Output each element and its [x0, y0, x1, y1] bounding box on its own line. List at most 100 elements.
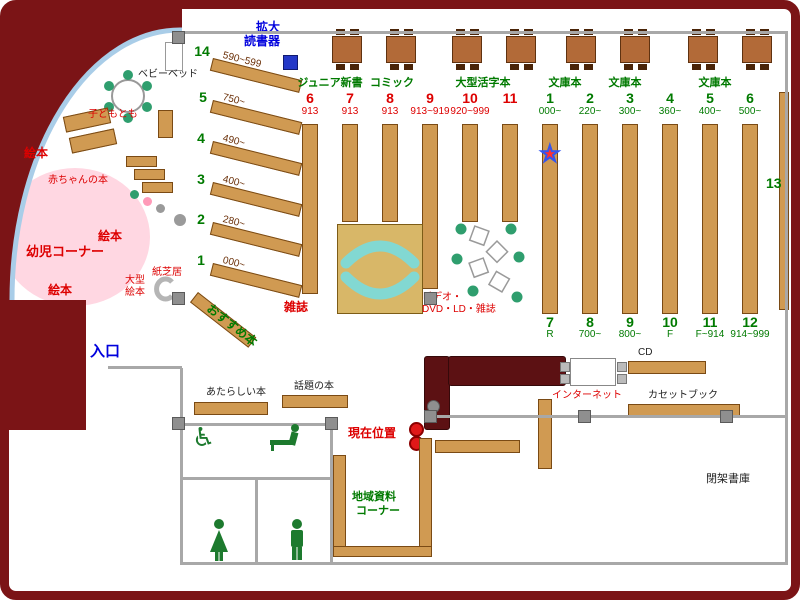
shelf-number: 9 — [626, 314, 634, 330]
shelf-number: 14 — [194, 43, 210, 59]
large-picture-books-label: 大型 — [125, 275, 145, 286]
shelf-range: 914~999 — [730, 329, 770, 340]
wall — [255, 477, 258, 565]
cd-label: CD — [638, 347, 653, 358]
genre-label: 文庫本 — [698, 77, 732, 89]
wall — [180, 562, 788, 565]
stool — [130, 190, 139, 199]
pillar — [424, 292, 437, 305]
genre-label: ジュニア新書 — [297, 77, 363, 89]
book-stack — [702, 124, 718, 314]
wall — [182, 31, 788, 34]
cd-shelf — [628, 361, 706, 374]
shelf-range: 400~ — [698, 106, 722, 117]
new-books-label: あたらしい本 — [206, 387, 266, 398]
book-stack — [542, 124, 558, 314]
book-stack — [502, 124, 518, 222]
pillar — [172, 292, 185, 305]
baby-bed-label: ベビーベッド — [138, 69, 198, 80]
book-stack — [462, 124, 478, 222]
pillar — [325, 417, 338, 430]
wall — [330, 423, 333, 565]
reading-table — [688, 29, 718, 70]
shelf-number: 8 — [586, 314, 594, 330]
magnifier-device-icon — [283, 55, 298, 70]
pillar — [424, 410, 437, 423]
baby-books-label: 赤ちゃんの本 — [48, 175, 108, 186]
regional-room-wall — [333, 546, 432, 557]
shelf-range: 300~ — [618, 106, 642, 117]
book-stack — [622, 124, 638, 314]
shelf-number: 8 — [386, 90, 394, 106]
reading-table — [566, 29, 596, 70]
pillar — [720, 410, 733, 423]
service-counter — [448, 356, 566, 386]
book-stack — [422, 124, 438, 289]
shelf-range: 913~919 — [410, 106, 450, 117]
picture-books-label: 絵本 — [98, 229, 123, 243]
shelf-number: 11 — [502, 90, 518, 106]
kamishibai-label: 紙芝居 — [152, 267, 182, 278]
side-shelf — [538, 399, 552, 469]
closed-stacks-label: 閉架書庫 — [706, 473, 750, 485]
side-shelf — [435, 440, 520, 453]
shelf-range: 220~ — [578, 106, 602, 117]
reading-table — [332, 29, 362, 70]
reading-table — [620, 29, 650, 70]
internet-table — [570, 358, 616, 386]
wall — [180, 423, 333, 426]
pillar — [578, 410, 591, 423]
shelf-range: 700~ — [578, 329, 602, 340]
shelf-number: 4 — [666, 90, 674, 106]
shelf-number: 2 — [586, 90, 594, 106]
internet-label: インターネット — [552, 390, 622, 401]
shelf-range: F — [666, 329, 674, 340]
man-restroom-icon — [291, 519, 303, 560]
shelf-range: F~914 — [695, 329, 725, 340]
cassette-label: カセットブック — [648, 390, 718, 401]
genre-label: コミック — [370, 77, 414, 89]
kids-step — [134, 169, 165, 180]
regional-room-wall — [333, 455, 346, 557]
magnifier-label2: 読書器 — [244, 34, 281, 48]
shelf-number: 5 — [706, 90, 714, 106]
shelf-number: 7 — [546, 314, 554, 330]
recommended-label: おすすめ本 — [203, 301, 260, 350]
shelf-number: 7 — [346, 90, 354, 106]
kids-step — [126, 156, 157, 167]
diagonal-shelf — [209, 263, 303, 298]
kids-step — [142, 182, 173, 193]
shelf-number: 3 — [197, 171, 205, 187]
genre-label: 文庫本 — [548, 77, 582, 89]
shelf-number: 10 — [662, 314, 678, 330]
regional-corner-label2: コーナー — [356, 505, 400, 517]
shelf-range: 800~ — [618, 329, 642, 340]
current-location-label: 現在位置 — [348, 426, 397, 440]
woman-restroom-icon — [210, 519, 228, 561]
magazines-label: 雑誌 — [284, 300, 309, 314]
book-stack — [742, 124, 758, 314]
curved-benches — [340, 240, 420, 300]
shelf-range: 000~ — [538, 106, 562, 117]
regional-room-wall — [419, 438, 432, 557]
pillar — [172, 417, 185, 430]
wall — [430, 415, 786, 418]
new-books-shelf — [194, 402, 268, 415]
regional-corner-label: 地域資料 — [352, 491, 396, 503]
stool — [143, 197, 152, 206]
diagonal-shelf — [209, 182, 303, 217]
shelf-range: 913 — [301, 106, 319, 117]
topical-books-shelf — [282, 395, 348, 408]
shelf-number: 6 — [306, 90, 314, 106]
entrance-wall-block — [8, 300, 86, 430]
picture-books-label: 絵本 — [24, 146, 49, 160]
shelf-range: 913 — [341, 106, 359, 117]
current-location-marker — [409, 422, 424, 437]
diagonal-shelf — [209, 141, 303, 176]
reading-table — [742, 29, 772, 70]
shelf-range: 920~999 — [450, 106, 490, 117]
wall-shelf — [779, 92, 789, 310]
shelf-number: 4 — [197, 130, 205, 146]
star-marker: ★ — [539, 140, 561, 167]
